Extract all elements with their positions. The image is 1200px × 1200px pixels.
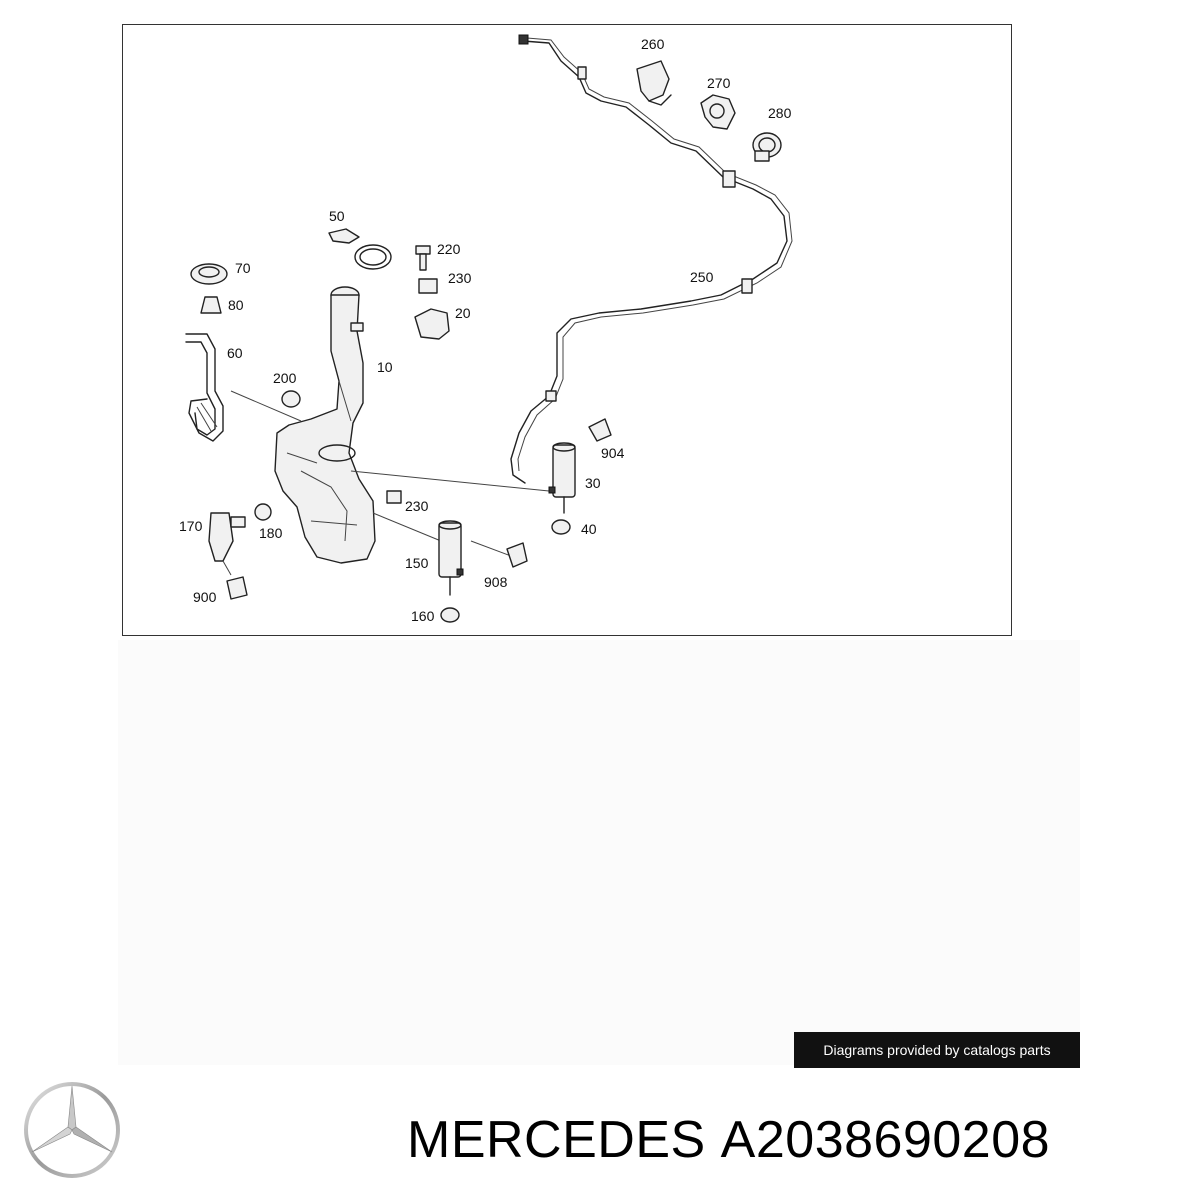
exploded-parts-drawing: 260 270 280 50 220 230 70 80 20 60 250 1… — [179, 34, 793, 624]
callout-label: 160 — [411, 608, 435, 624]
connector-904 — [588, 418, 612, 442]
image-background — [118, 640, 1080, 1065]
nut-230-upper — [418, 278, 438, 294]
connector-900 — [226, 576, 248, 600]
callout-label: 220 — [437, 241, 461, 257]
clamp-280 — [752, 132, 782, 162]
pump-30 — [548, 442, 576, 514]
connector-908 — [506, 542, 528, 568]
callout-label: 10 — [377, 359, 393, 375]
callout-label: 50 — [329, 208, 345, 224]
pump-150 — [438, 520, 464, 596]
brand-name: MERCEDES — [407, 1111, 706, 1169]
callout-label: 80 — [228, 297, 244, 313]
callout-label: 270 — [707, 75, 731, 91]
callout-label: 260 — [641, 36, 665, 52]
sensor-170 — [208, 512, 246, 576]
reservoir-10 — [274, 286, 376, 564]
callout-label: 904 — [601, 445, 625, 461]
part-number: A2038690208 — [720, 1111, 1051, 1169]
seal-180 — [254, 503, 272, 521]
parts-diagram: 260 270 280 50 220 230 70 80 20 60 250 1… — [122, 24, 1012, 636]
callout-label: 180 — [259, 525, 283, 541]
callout-label: 30 — [585, 475, 601, 491]
grommet-40 — [551, 519, 571, 535]
clip-270 — [700, 94, 736, 130]
callout-label: 200 — [273, 370, 297, 386]
callout-label: 230 — [448, 270, 472, 286]
filler-tube-60 — [185, 333, 224, 442]
hose-250 — [510, 40, 788, 484]
callout-label: 900 — [193, 589, 217, 605]
callout-label: 20 — [455, 305, 471, 321]
callout-label: 280 — [768, 105, 792, 121]
plug-80 — [200, 296, 222, 314]
credit-banner: Diagrams provided by catalogs parts — [794, 1032, 1080, 1068]
callout-label: 40 — [581, 521, 597, 537]
bracket-260 — [636, 60, 672, 106]
brand-part-title: MERCEDES A2038690208 — [407, 1110, 1050, 1170]
callout-label: 150 — [405, 555, 429, 571]
mercedes-star-logo-icon — [24, 1082, 120, 1178]
nut-230-lower — [386, 490, 402, 504]
mount-20 — [414, 308, 450, 340]
screw-220 — [415, 245, 431, 271]
seal-50 — [328, 228, 392, 270]
grommet-70 — [190, 263, 228, 285]
callout-label: 230 — [405, 498, 429, 514]
grommet-160 — [440, 607, 460, 623]
callout-label: 908 — [484, 574, 508, 590]
callout-label: 70 — [235, 260, 251, 276]
callout-label: 60 — [227, 345, 243, 361]
callout-label: 170 — [179, 518, 203, 534]
callout-label: 250 — [690, 269, 714, 285]
grommet-200 — [281, 390, 301, 408]
